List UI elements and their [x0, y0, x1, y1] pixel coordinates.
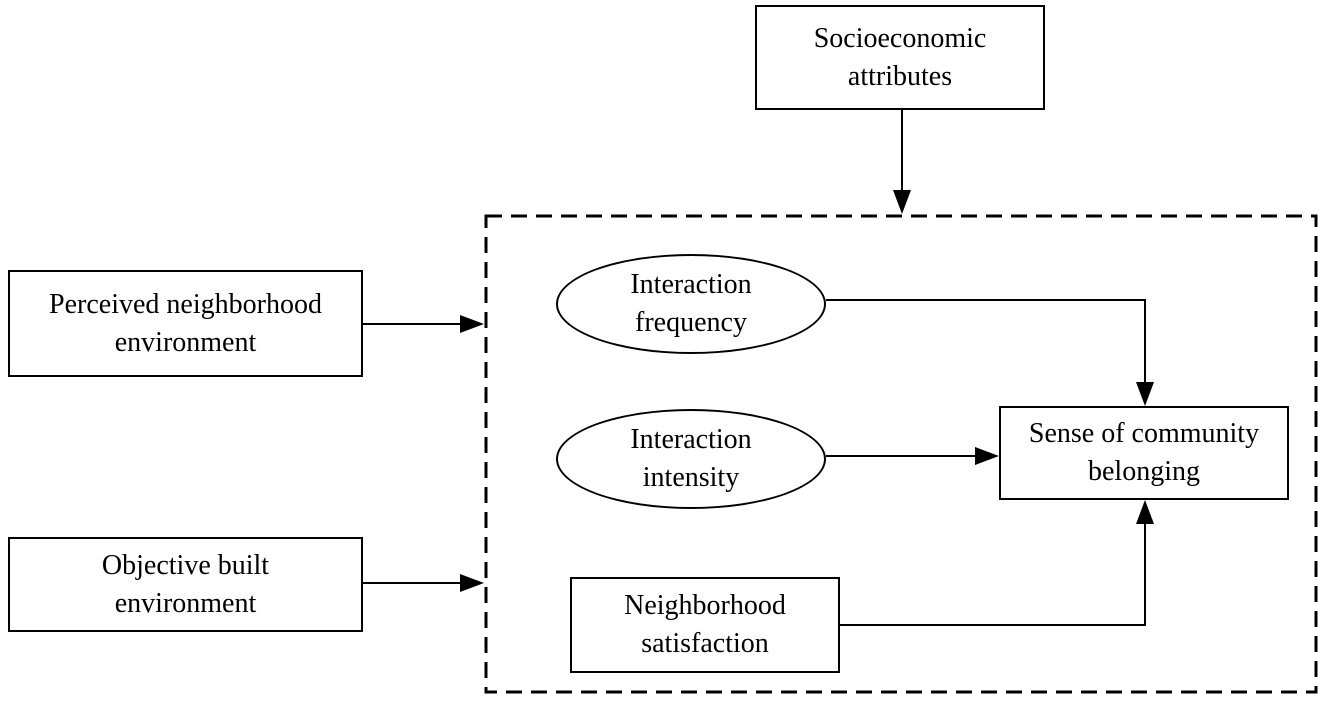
- node-intensity-line2: intensity: [642, 462, 740, 493]
- node-frequency-line2: frequency: [635, 307, 747, 338]
- arrow-perceived-to-group: [363, 315, 484, 333]
- node-perceived-line2: environment: [114, 326, 257, 358]
- node-objective-line2: environment: [114, 587, 257, 619]
- node-belonging-line2: belonging: [1088, 456, 1200, 487]
- arrow-socioeconomic-to-group: [893, 110, 911, 214]
- node-sense-of-community-belonging: Sense of community belonging: [999, 406, 1289, 500]
- node-neighborhood-satisfaction: Neighborhood satisfaction: [570, 577, 840, 673]
- node-socioeconomic-line2: attributes: [847, 60, 953, 92]
- arrow-intensity-to-belonging: [826, 447, 999, 465]
- arrow-objective-to-group: [363, 574, 484, 592]
- node-objective-built-environment: Objective built environment: [8, 537, 363, 632]
- node-intensity-line1: Interaction: [630, 424, 752, 455]
- mediator-group-frame: [484, 214, 1318, 694]
- node-socioeconomic-line1: Socioeconomic: [813, 22, 987, 54]
- arrow-satisfaction-to-belonging: [840, 500, 1154, 626]
- arrow-frequency-to-belonging: [826, 299, 1154, 406]
- node-socioeconomic-attributes: Socioeconomic attributes: [755, 5, 1045, 110]
- node-perceived-neighborhood-environment: Perceived neighborhood environment: [8, 270, 363, 377]
- node-interaction-intensity: Interaction intensity: [556, 409, 826, 509]
- node-satisfaction-line2: satisfaction: [641, 628, 769, 659]
- node-frequency-line1: Interaction: [630, 269, 752, 300]
- node-perceived-line1: Perceived neighborhood: [49, 288, 322, 320]
- node-objective-line1: Objective built: [101, 549, 270, 581]
- node-interaction-frequency: Interaction frequency: [556, 254, 826, 354]
- node-belonging-line1: Sense of community: [1028, 418, 1260, 449]
- node-satisfaction-line1: Neighborhood: [624, 590, 786, 621]
